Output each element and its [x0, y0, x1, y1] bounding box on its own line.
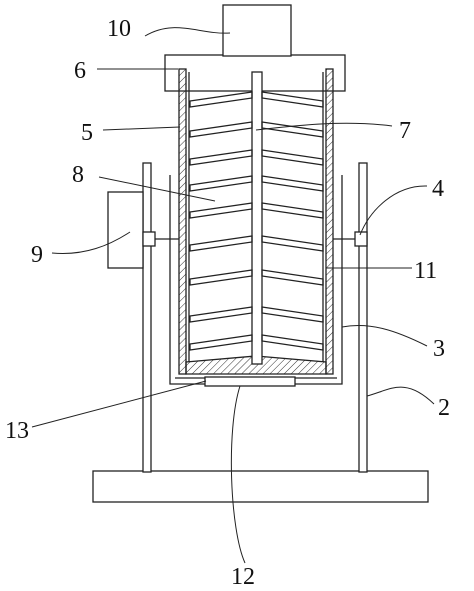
- callout-5: 5: [81, 120, 93, 146]
- left-bearing: [142, 231, 156, 247]
- leader-10: [144, 27, 231, 37]
- left-wall: [178, 68, 187, 375]
- blade-left-7: [189, 269, 253, 286]
- blade-right-4: [261, 175, 324, 192]
- callout-12: 12: [231, 564, 255, 590]
- blade-left-3: [189, 149, 253, 166]
- leader-12: [230, 385, 246, 564]
- blade-right-6: [261, 235, 324, 252]
- callout-4: 4: [432, 176, 444, 202]
- leader-4: [359, 185, 428, 236]
- leader-8: [98, 176, 216, 202]
- left-support-post: [142, 162, 152, 473]
- leader-5: [102, 126, 181, 131]
- blade-left-4: [189, 175, 253, 192]
- callout-2: 2: [438, 395, 450, 421]
- blade-left-1: [189, 91, 253, 108]
- blade-left-8: [189, 306, 253, 323]
- blade-right-5: [261, 202, 324, 219]
- callout-3: 3: [433, 336, 445, 362]
- blade-right-9: [261, 334, 324, 351]
- callout-8: 8: [72, 162, 84, 188]
- blade-right-7: [261, 269, 324, 286]
- blade-right-3: [261, 149, 324, 166]
- blade-right-1: [261, 91, 324, 108]
- callout-6: 6: [74, 58, 86, 84]
- callout-10: 10: [107, 16, 131, 42]
- side-motor: [107, 191, 144, 269]
- blade-right-2: [261, 121, 324, 138]
- blade-left-2: [189, 121, 253, 138]
- callout-7: 7: [399, 118, 411, 144]
- blade-left-9: [189, 334, 253, 351]
- right-bearing: [354, 231, 368, 247]
- blade-right-8: [261, 306, 324, 323]
- bottom-plate: [204, 376, 296, 387]
- motor-box: [222, 4, 292, 57]
- right-wall: [325, 68, 334, 375]
- callout-9: 9: [31, 242, 43, 268]
- leader-9: [51, 231, 131, 254]
- base-plate: [92, 470, 429, 503]
- blade-left-5: [189, 202, 253, 219]
- leader-2: [366, 386, 435, 405]
- blade-set: [189, 91, 324, 351]
- blade-left-6: [189, 235, 253, 252]
- central-shaft: [251, 71, 263, 365]
- leader-3: [341, 325, 428, 347]
- callout-13: 13: [5, 418, 29, 444]
- callout-11: 11: [414, 258, 437, 284]
- leader-7: [255, 122, 393, 131]
- leader-13: [31, 380, 207, 428]
- container-bottom: [185, 355, 327, 375]
- right-support-post: [358, 162, 368, 473]
